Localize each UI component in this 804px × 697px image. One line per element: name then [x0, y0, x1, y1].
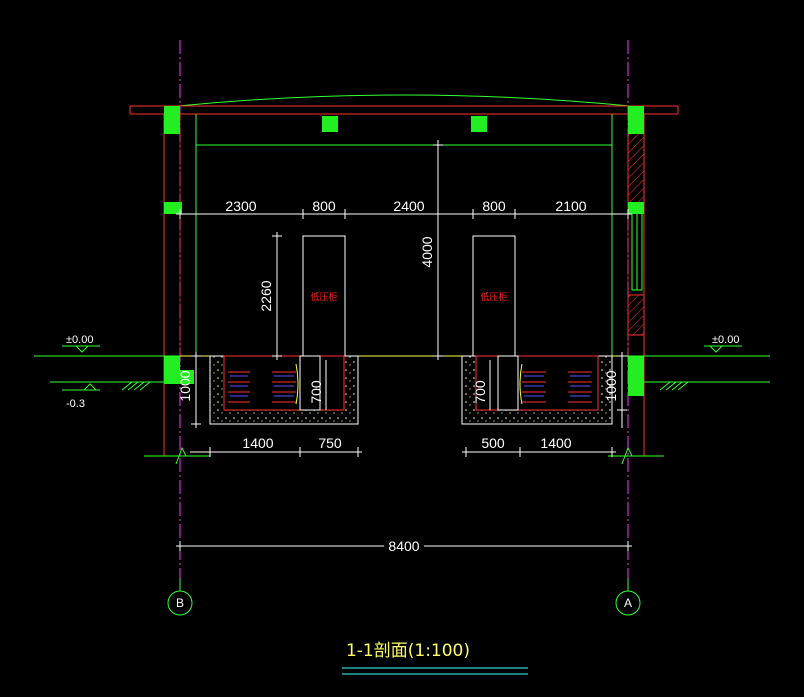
axis-lines [179, 40, 629, 578]
level-marker-ground: -0.3 [62, 383, 100, 410]
svg-text:低压柜: 低压柜 [480, 291, 507, 303]
walls [163, 114, 645, 456]
svg-text:1400: 1400 [242, 435, 273, 451]
svg-text:B: B [176, 596, 184, 610]
svg-text:800: 800 [482, 198, 506, 214]
svg-text:A: A [624, 596, 632, 610]
structural-blocks [164, 106, 644, 396]
svg-text:2100: 2100 [555, 198, 586, 214]
svg-text:4000: 4000 [419, 236, 435, 267]
foundation [144, 446, 664, 465]
cabinet-right: 低压柜 [472, 235, 516, 357]
dimension-cabinet-height: 2260 [258, 232, 282, 360]
svg-text:1-1剖面(1:100): 1-1剖面(1:100) [346, 641, 470, 661]
svg-text:1400: 1400 [540, 435, 571, 451]
trench-right [461, 355, 613, 425]
dimension-trench-depth: 1000 700 700 1000 [177, 352, 627, 428]
roof [129, 94, 679, 356]
svg-text:2260: 2260 [258, 280, 274, 311]
level-marker-right: ±0.00 [704, 334, 742, 353]
level-marker-left: ±0.00 [62, 334, 100, 353]
trench-left [209, 355, 359, 425]
axis-bubble-right: A [615, 590, 641, 616]
cabinet-left: 低压柜 [302, 235, 346, 357]
svg-text:700: 700 [472, 380, 488, 404]
svg-text:±0.00: ±0.00 [66, 334, 93, 346]
svg-text:2300: 2300 [225, 198, 256, 214]
svg-text:750: 750 [318, 435, 342, 451]
grade-hatch [121, 381, 689, 391]
dimension-top: 2300 800 2400 800 2100 [176, 198, 632, 219]
svg-text:低压柜: 低压柜 [310, 291, 337, 303]
svg-text:-0.3: -0.3 [66, 398, 85, 410]
dimension-trench-left: 1400 750 [190, 435, 362, 457]
svg-text:±0.00: ±0.00 [712, 334, 739, 346]
svg-text:8400: 8400 [388, 538, 419, 554]
dimension-trench-right: 500 1400 [462, 435, 616, 457]
svg-text:1000: 1000 [177, 370, 193, 401]
svg-text:500: 500 [481, 435, 505, 451]
axis-bubble-left: B [167, 590, 193, 616]
svg-text:1000: 1000 [603, 370, 619, 401]
dimension-height: 4000 [419, 140, 443, 360]
drawing-title: 1-1剖面(1:100) [342, 641, 528, 675]
svg-text:700: 700 [308, 380, 324, 404]
dimension-total: 8400 [176, 536, 632, 554]
svg-text:800: 800 [312, 198, 336, 214]
floor [34, 355, 770, 383]
svg-text:2400: 2400 [393, 198, 424, 214]
